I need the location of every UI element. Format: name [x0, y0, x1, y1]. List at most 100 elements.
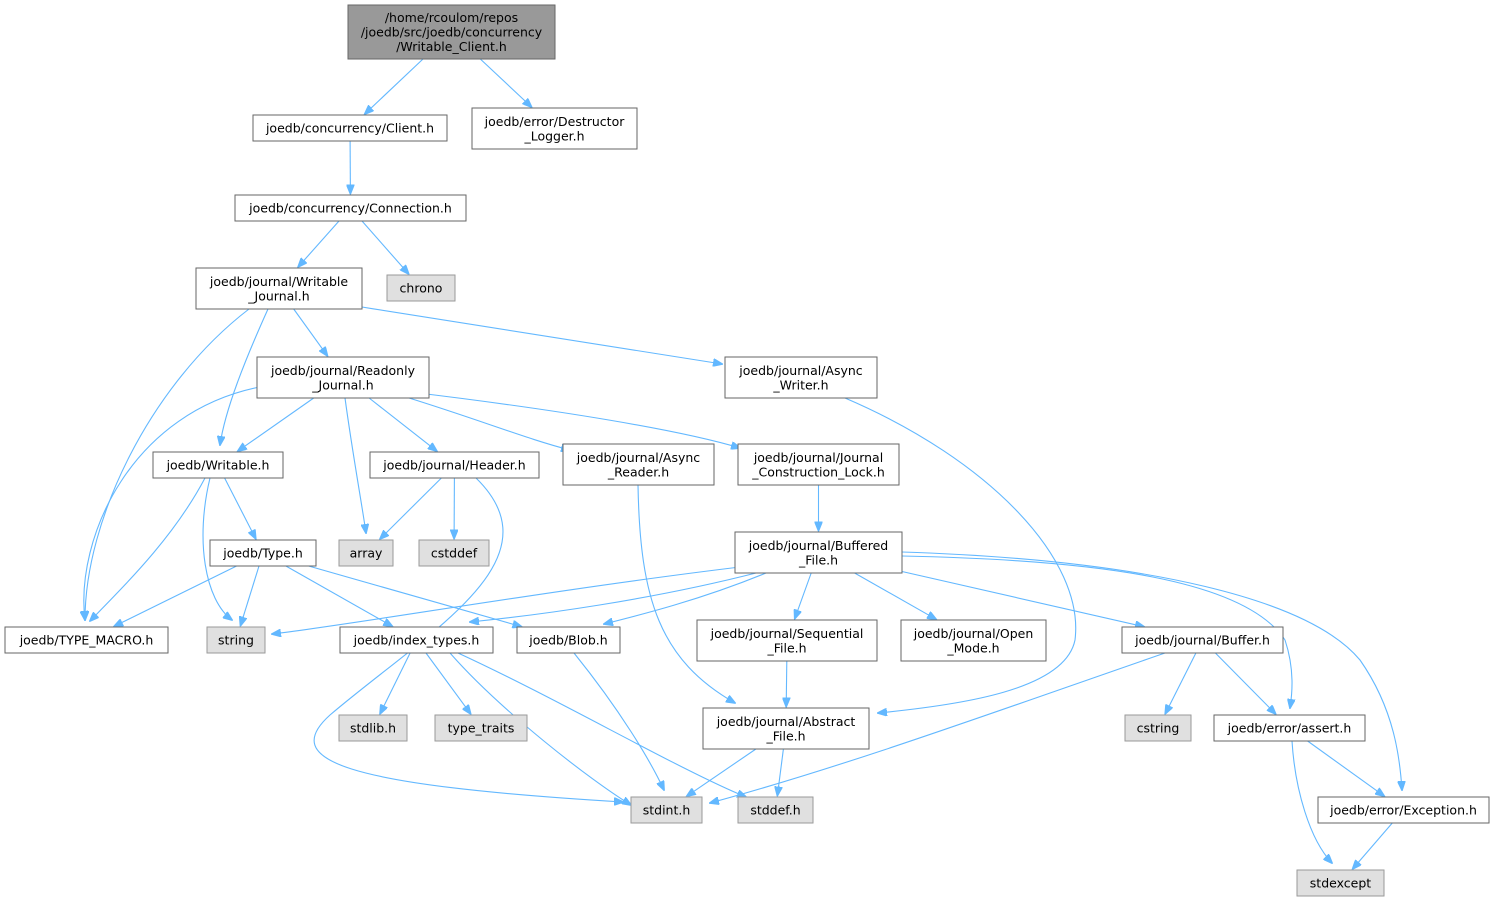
node-type-macro[interactable]: joedb/TYPE_MACRO.h	[4, 626, 169, 654]
node-box	[900, 619, 1047, 662]
node-stdlib: stdlib.h	[338, 714, 408, 742]
edge-line	[470, 572, 757, 622]
edge-sequential_file-to-abstract_file	[786, 660, 787, 707]
edge-line	[272, 566, 741, 634]
node-box	[152, 451, 284, 479]
node-box	[702, 707, 870, 750]
node-async-reader[interactable]: joedb/journal/Async_Reader.h	[562, 443, 715, 486]
node-box	[724, 356, 878, 399]
node-label-line: joedb/journal/Buffer.h	[1134, 633, 1270, 648]
edge-abstract_file-to-stddef	[777, 748, 784, 796]
edges-layer	[84, 58, 1402, 869]
node-async-writer[interactable]: joedb/journal/Async_Writer.h	[724, 356, 878, 399]
edge-buffered_file-to-assert	[901, 555, 1292, 708]
edge-line	[854, 572, 937, 619]
node-box	[434, 714, 528, 742]
edge-line	[710, 652, 1166, 803]
edge-writable-to-type_macro	[90, 477, 206, 621]
node-root[interactable]: /home/rcoulom/repos/joedb/src/joedb/conc…	[347, 4, 556, 60]
node-box	[1296, 869, 1385, 897]
node-readonly-journal[interactable]: joedb/journal/Readonly_Journal.h	[256, 356, 430, 399]
node-box	[234, 194, 467, 222]
edge-buffered_file-to-open_mode	[854, 572, 937, 619]
node-label-line: _Journal.h	[311, 377, 373, 392]
node-buffer[interactable]: joedb/journal/Buffer.h	[1121, 626, 1284, 654]
node-label-line: joedb/error/Exception.h	[1329, 803, 1477, 818]
node-array: array	[338, 539, 394, 567]
node-label-line: /home/rcoulom/repos	[385, 10, 518, 25]
node-box	[338, 539, 394, 567]
edge-line	[687, 748, 757, 796]
node-label-line: chrono	[400, 281, 443, 296]
node-index-types[interactable]: joedb/index_types.h	[339, 626, 494, 654]
node-writable[interactable]: joedb/Writable.h	[152, 451, 284, 479]
node-label-line: stdlib.h	[350, 721, 396, 736]
edge-index_types-to-stddef	[457, 652, 746, 797]
node-label-line: joedb/error/Destructor	[484, 114, 626, 129]
node-exception[interactable]: joedb/error/Exception.h	[1317, 796, 1490, 824]
edge-line	[901, 551, 1402, 790]
edge-type-to-index_types	[285, 565, 392, 626]
node-assert[interactable]: joedb/error/assert.h	[1213, 714, 1366, 742]
edge-abstract_file-to-stdint	[687, 748, 757, 796]
node-label-line: joedb/index_types.h	[353, 633, 480, 648]
edge-line	[344, 397, 366, 533]
node-stdexcept: stdexcept	[1296, 869, 1385, 897]
node-label-line: joedb/journal/Writable	[209, 274, 348, 289]
node-stddef: stddef.h	[737, 796, 814, 824]
edge-connection-to-chrono	[361, 220, 409, 274]
edge-line	[844, 397, 1077, 713]
node-box	[630, 796, 703, 824]
node-box	[339, 626, 494, 654]
edge-buffered_file-to-blob	[604, 572, 767, 624]
edge-writable-to-string	[202, 477, 232, 620]
edge-buffered_file-to-exception	[901, 551, 1402, 790]
node-destructor-logger[interactable]: joedb/error/Destructor_Logger.h	[471, 107, 638, 150]
node-blob[interactable]: joedb/Blob.h	[516, 626, 621, 654]
node-label-line: joedb/journal/Journal	[753, 450, 883, 465]
node-label-line: stdint.h	[643, 803, 691, 818]
node-box	[418, 539, 490, 567]
edge-index_types-to-stdlib	[380, 652, 411, 714]
node-label-line: joedb/journal/Readonly	[270, 363, 416, 378]
node-label-line: joedb/Blob.h	[528, 633, 607, 648]
edge-buffered_file-to-string	[272, 566, 741, 634]
edge-line	[224, 477, 256, 539]
node-type[interactable]: joedb/Type.h	[209, 539, 317, 567]
node-label-line: cstring	[1137, 721, 1180, 736]
edge-line	[368, 397, 437, 451]
edge-readonly_journal-to-array	[344, 397, 366, 533]
node-abstract-file[interactable]: joedb/journal/Abstract_File.h	[702, 707, 870, 750]
edge-line	[1291, 740, 1332, 863]
edge-line	[637, 484, 735, 703]
edge-line	[220, 308, 269, 445]
edge-line	[573, 652, 664, 790]
edge-line	[293, 308, 328, 356]
edge-async_writer-to-abstract_file	[844, 397, 1077, 713]
node-box	[256, 356, 430, 399]
node-writable-journal[interactable]: joedb/journal/Writable_Journal.h	[195, 267, 363, 310]
node-sequential-file[interactable]: joedb/journal/Sequential_File.h	[696, 619, 878, 662]
node-buffered-file[interactable]: joedb/journal/Buffered_File.h	[734, 531, 903, 574]
node-label-line: string	[218, 633, 254, 648]
edge-readonly_journal-to-async_reader	[408, 397, 570, 450]
edge-root-to-client	[365, 58, 424, 114]
node-label-line: /Writable_Client.h	[396, 39, 507, 54]
edge-line	[238, 397, 315, 451]
node-box	[347, 4, 556, 60]
node-label-line: joedb/journal/Abstract	[716, 714, 856, 729]
node-client[interactable]: joedb/concurrency/Client.h	[252, 114, 448, 142]
node-label-line: _Logger.h	[523, 128, 584, 143]
node-box	[386, 274, 456, 302]
node-connection[interactable]: joedb/concurrency/Connection.h	[234, 194, 467, 222]
node-box	[338, 714, 408, 742]
node-construction-lock[interactable]: joedb/journal/Journal_Construction_Lock.…	[737, 443, 900, 486]
node-open-mode[interactable]: joedb/journal/Open_Mode.h	[900, 619, 1047, 662]
edge-exception-to-stdexcept	[1353, 822, 1393, 869]
node-label-line: _Journal.h	[247, 288, 309, 303]
edge-writable_journal-to-async_writer	[361, 306, 722, 364]
node-header[interactable]: joedb/journal/Header.h	[369, 451, 540, 479]
edge-type-to-blob	[308, 565, 522, 627]
edge-assert-to-exception	[1307, 740, 1385, 796]
edge-connection-to-writable_journal	[298, 220, 340, 267]
